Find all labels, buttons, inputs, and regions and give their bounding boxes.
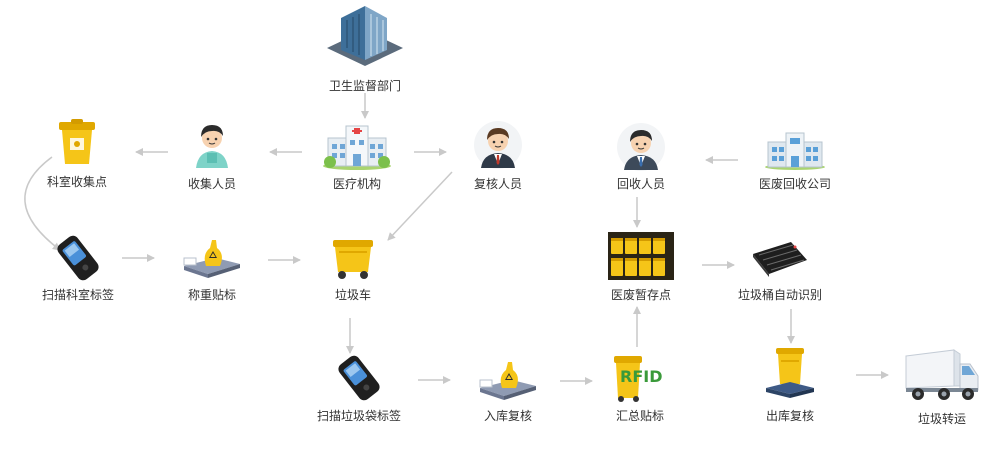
truck-icon [905, 349, 979, 400]
node-label: 垃圾转运 [917, 412, 967, 426]
node-label: 科室收集点 [46, 175, 108, 189]
node-label: 出库复核 [765, 409, 815, 423]
node-label: 医疗机构 [332, 177, 382, 191]
node-label: 医废暂存点 [610, 288, 672, 302]
node-label: 卫生监督部门 [328, 79, 402, 93]
rfid-reader-icon [753, 242, 807, 277]
person-suit-icon [474, 121, 522, 169]
node-label: 汇总贴标 [615, 409, 665, 423]
node-label: 垃圾桶自动识别 [737, 288, 823, 302]
weighing-scale-icon [183, 240, 240, 278]
company-building-icon [765, 132, 825, 170]
node-label: 扫描垃圾袋标签 [316, 409, 402, 423]
node-label: 扫描科室标签 [41, 288, 115, 302]
bin-on-scale-icon [766, 348, 814, 398]
building-icon [327, 6, 403, 66]
hospital-icon [323, 125, 391, 170]
waste-cart-icon [333, 240, 373, 279]
node-label: 收集人员 [187, 177, 237, 191]
yellow-waste-bin-icon [59, 119, 95, 164]
rfid-bin-icon: RFID [614, 356, 662, 402]
node-label: 医废回收公司 [758, 177, 832, 191]
person-worker-icon [196, 125, 228, 168]
rfid-badge: RFID [620, 367, 662, 386]
node-label: 回收人员 [616, 177, 666, 191]
arrow-dept-point-to-scan-dept [24, 156, 61, 251]
storage-room-icon [608, 232, 674, 280]
node-label: 垃圾车 [334, 288, 372, 302]
person-suit-icon [617, 123, 665, 171]
arrow-reviewer-to-cart [387, 171, 453, 241]
handheld-scanner-icon [338, 355, 380, 401]
node-label: 入库复核 [483, 409, 533, 423]
weighing-scale-icon [479, 362, 536, 400]
node-label: 复核人员 [473, 177, 523, 191]
node-label: 称重贴标 [187, 288, 237, 302]
handheld-scanner-icon [57, 235, 99, 281]
